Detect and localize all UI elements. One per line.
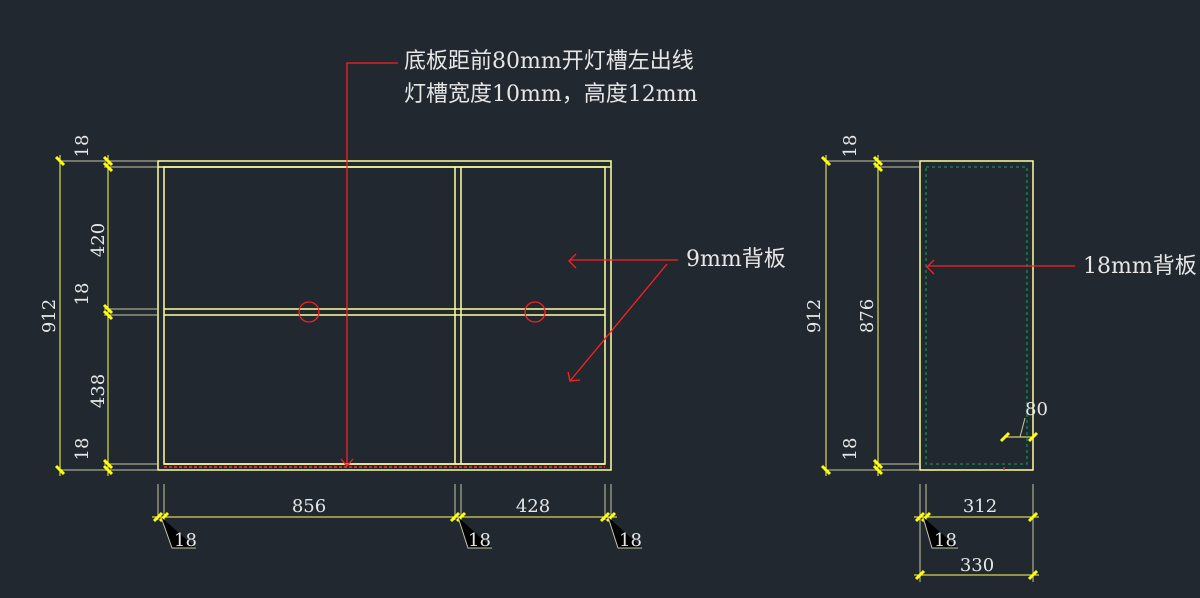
back-panel-side-label: 18mm背板 [1083,254,1197,279]
groove-note-line1: 底板距前80mm开灯槽左出线 [404,49,694,74]
dim-front-upper-opening: 420 [88,223,109,257]
back-panel-leader-lower [569,263,668,382]
grommet-hole-right [524,301,546,323]
front-view: 912 18 420 18 438 18 856 [39,49,786,551]
side-back-panel-arrow [926,259,935,275]
side-outer-frame [919,160,1034,471]
dim-front-bottom-board: 18 [72,438,93,461]
front-width-dimensions: 856 428 18 18 18 [152,484,642,551]
back-panel-arrow-lower [567,371,581,382]
dim-side-groove-offset: 80 [1025,399,1048,420]
groove-note: 底板距前80mm开灯槽左出线 灯槽宽度10mm，高度12mm [340,49,698,467]
back-panel-side-note: 18mm背板 [926,254,1197,279]
dim-side-inner-height: 876 [857,299,878,333]
dim-side-top-board: 18 [840,135,861,158]
dim-side-inner-depth: 312 [963,496,997,517]
side-height-dimensions: 912 876 18 18 [804,135,920,476]
side-hidden-outline [925,166,1028,465]
dim-side-bottom-board: 18 [840,438,861,461]
groove-leader [346,62,398,465]
dim-side-overall-height: 912 [804,299,825,333]
dim-front-right-side: 18 [619,530,642,551]
dim-side-back-panel: 18 [934,530,957,551]
front-height-dimensions: 912 18 420 18 438 18 [39,135,158,476]
dim-front-lower-opening: 438 [88,374,109,408]
back-panel-front-note: 9mm背板 [567,247,786,382]
dim-front-top-board: 18 [72,135,93,158]
dim-front-left-bay: 856 [292,496,326,517]
groove-note-line2: 灯槽宽度10mm，高度12mm [404,82,698,107]
side-width-dimensions: 312 18 330 80 [914,399,1048,582]
groove-arrowhead [340,458,354,467]
back-panel-front-label: 9mm背板 [686,247,786,272]
dim-side-overall-depth: 330 [960,555,994,576]
dim-front-left-side: 18 [174,530,197,551]
dim-front-middle-shelf: 18 [72,283,93,306]
dim-front-right-bay: 428 [516,496,550,517]
dim-front-divider: 18 [468,530,491,551]
back-panel-arrow-upper [568,253,577,269]
grommet-hole-left [298,301,320,323]
dim-front-overall-height: 912 [39,299,60,333]
side-view: 912 876 18 18 312 18 330 80 [804,135,1197,582]
